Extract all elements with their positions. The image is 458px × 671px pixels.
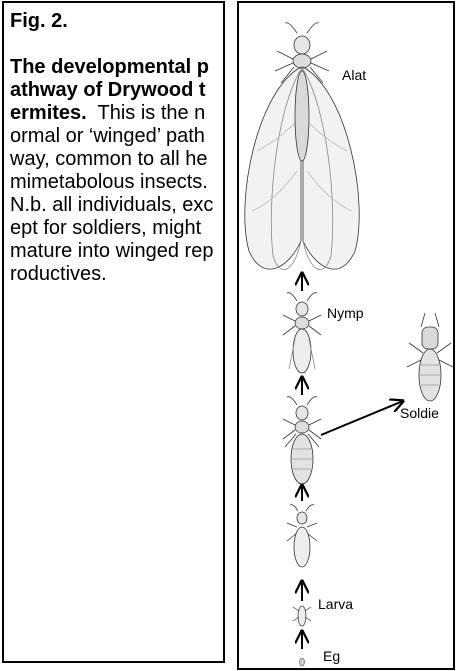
termite-pathway-diagram (237, 1, 455, 670)
alate-termite-illustration (245, 23, 359, 270)
egg-illustration (300, 658, 305, 666)
label-egg: Eg (323, 648, 340, 664)
arrow-worker-to-soldier (321, 401, 403, 435)
soldier-termite-illustration (407, 313, 453, 401)
label-nymph: Nymp (327, 305, 364, 321)
nymph-termite-illustration (283, 293, 321, 373)
figure-caption: Fig. 2. The developmental pathway of Dry… (10, 10, 216, 286)
larva-termite-illustration (287, 505, 317, 567)
figure-label: Fig. 2. (10, 10, 216, 33)
figure-description: This is the normal or ‘winged’ pathway, … (10, 102, 213, 285)
label-soldier: Soldie (400, 405, 439, 421)
label-larva: Larva (318, 596, 353, 612)
hatchling-termite-illustration (293, 606, 311, 626)
label-alate: Alat (342, 67, 366, 83)
worker-termite-illustration (283, 397, 321, 484)
development-arrows (302, 273, 403, 649)
